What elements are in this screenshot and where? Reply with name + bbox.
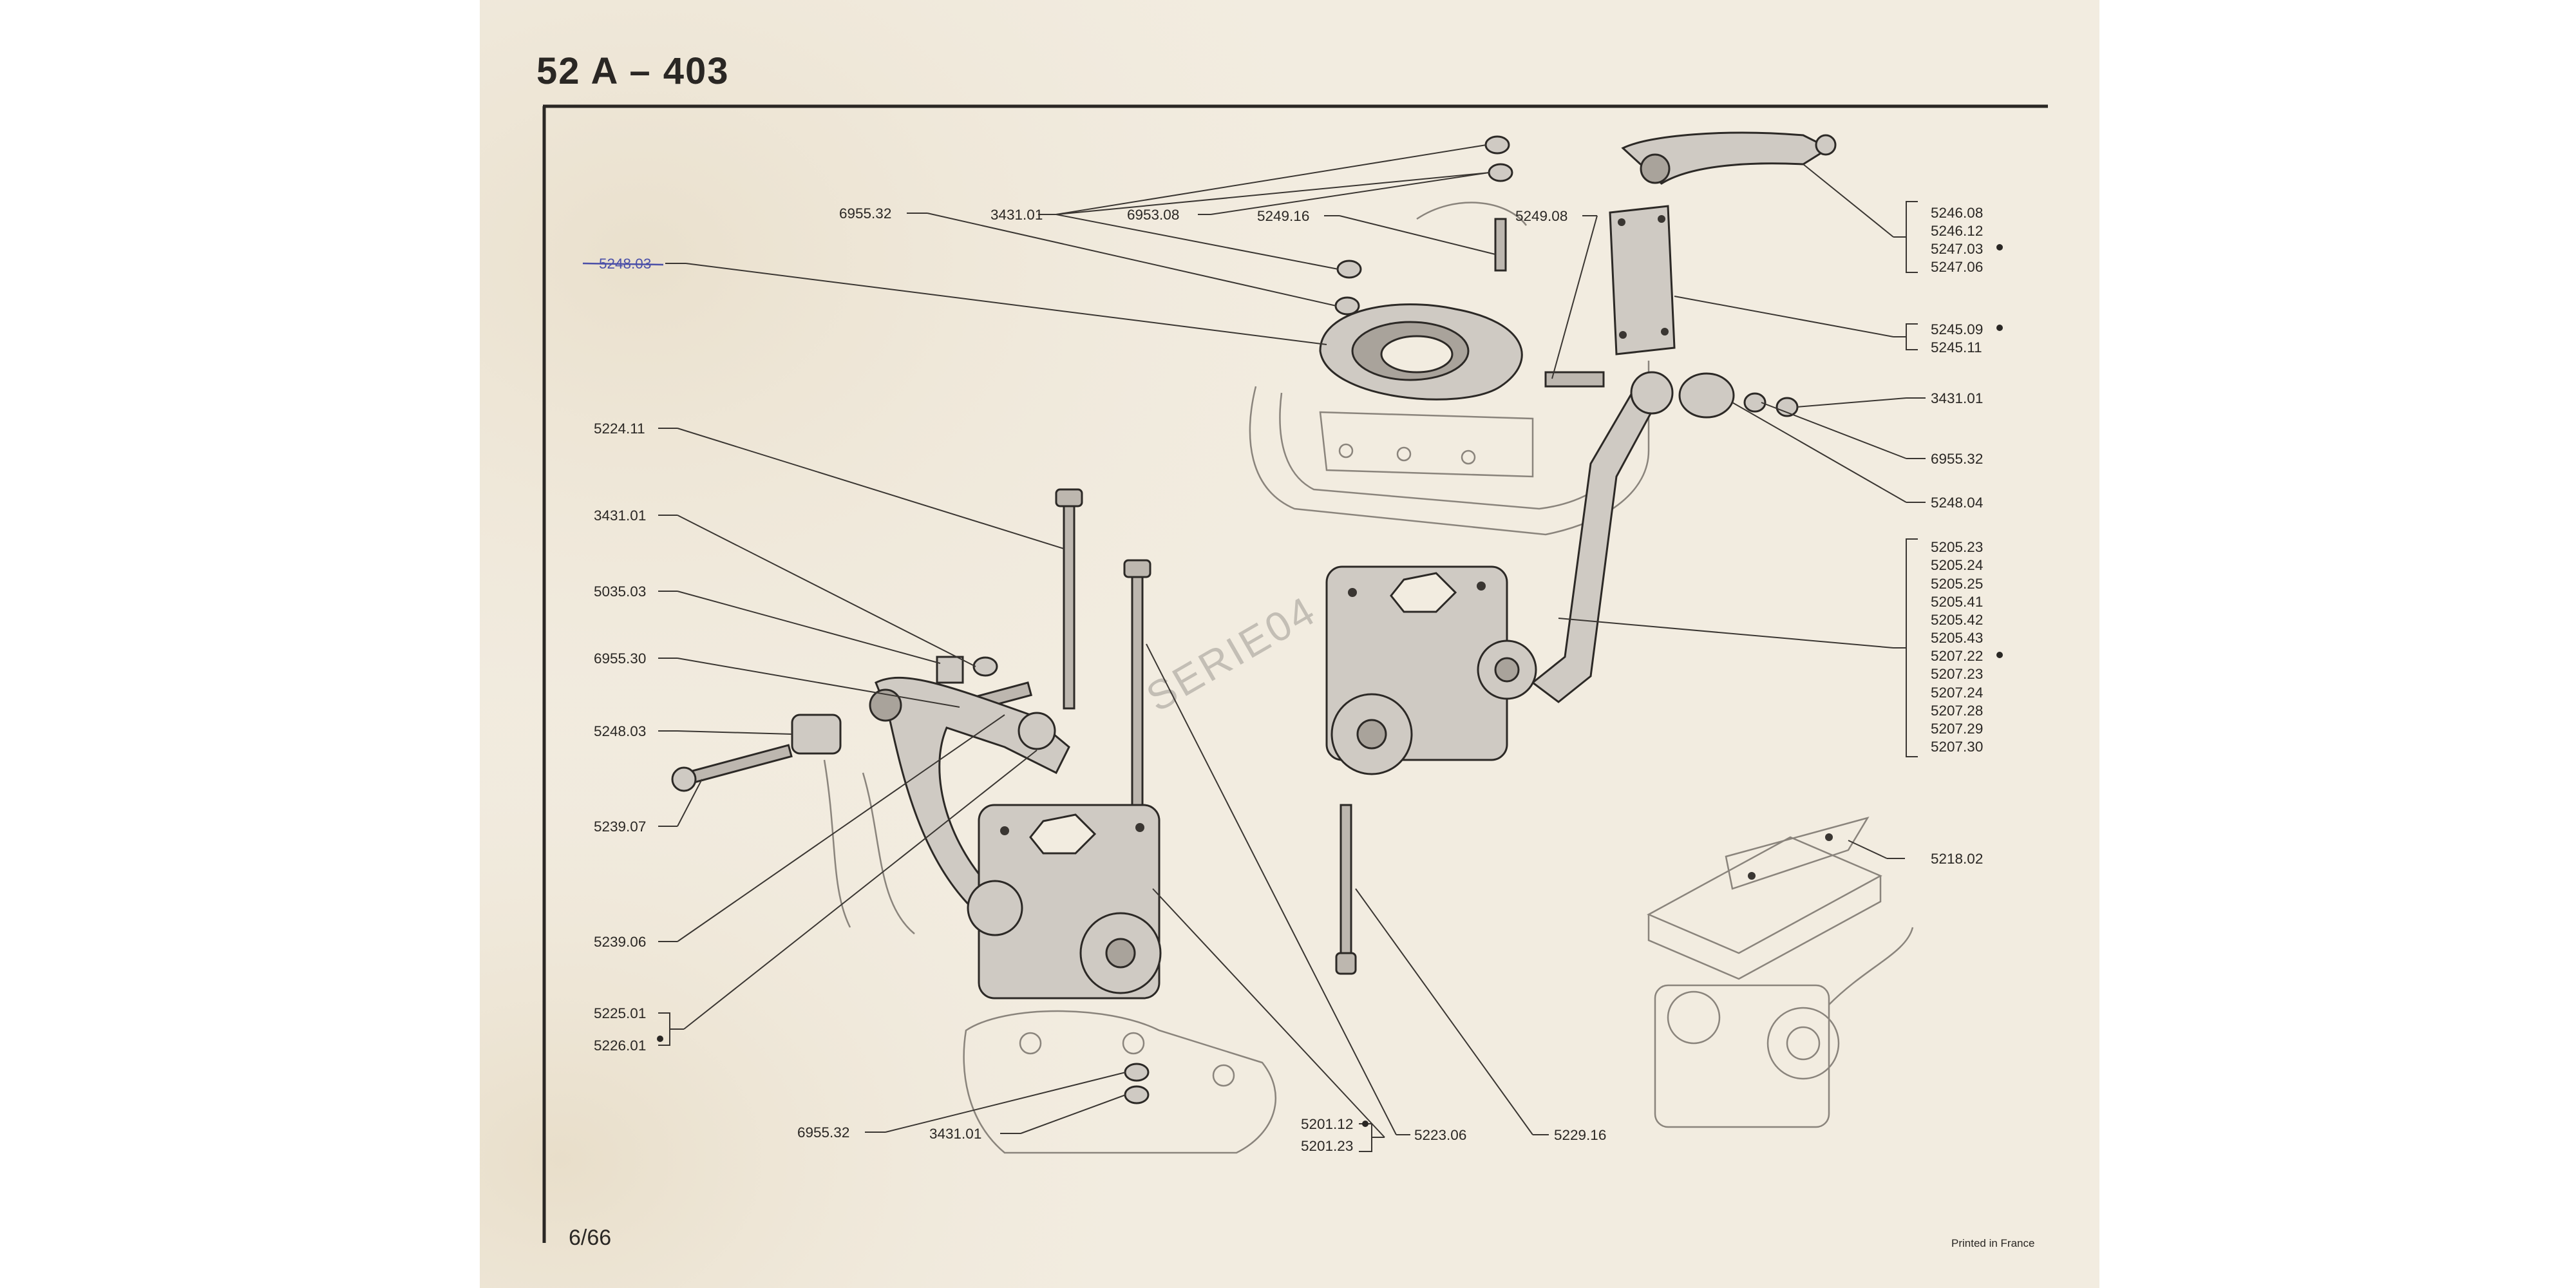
- inset-shock-absorber-view: [1647, 816, 1914, 1128]
- right-long-bolt: [1335, 804, 1357, 975]
- label-r-524612: 5246.12: [1931, 223, 1983, 239]
- label-r-520722: 5207.22: [1931, 648, 1983, 664]
- label-r-524706: 5247.06: [1931, 259, 1983, 275]
- label-b-520123: 5201.23: [1301, 1138, 1353, 1154]
- label-r-521802: 5218.02: [1931, 851, 1983, 867]
- left-lever-arm: [869, 676, 1070, 916]
- label-l-503503: 5035.03: [594, 583, 646, 600]
- label-l-695530: 6955.30: [594, 650, 646, 667]
- label-r-524804: 5248.04: [1931, 495, 1983, 511]
- footer-note: Printed in France: [1951, 1237, 2035, 1249]
- link-plate: [1609, 205, 1676, 355]
- label-c-343101: 3431.01: [990, 207, 1043, 223]
- label-r-524703: 5247.03: [1931, 241, 1983, 257]
- label-r-695532: 6955.32: [1931, 451, 1983, 467]
- label-r-520724: 5207.24: [1931, 685, 1983, 701]
- label-b-343101: 3431.01: [929, 1126, 981, 1142]
- bottom-nuts: [1124, 1063, 1150, 1104]
- part-number-labels: 6955.32 3431.01 6953.08 5249.16 5249.08 …: [582, 205, 2003, 1154]
- strikethrough-line: [582, 262, 664, 266]
- label-l-343101: 3431.01: [594, 507, 646, 524]
- label-l-523907: 5239.07: [594, 819, 646, 835]
- label-l-522411: 5224.11: [594, 421, 645, 437]
- label-b-520112: 5201.12: [1301, 1116, 1353, 1132]
- label-c-524908: 5249.08: [1515, 208, 1567, 224]
- label-r-524608: 5246.08: [1931, 205, 1983, 221]
- label-r-520524: 5205.24: [1931, 557, 1983, 573]
- label-l-524803: 5248.03: [594, 723, 646, 739]
- label-c-695308: 6953.08: [1127, 207, 1179, 223]
- top-small-nuts: [1334, 135, 1513, 316]
- right-shock-absorber-body: [1325, 565, 1537, 775]
- leader-lines: [658, 144, 1926, 1152]
- dot-marker: [657, 1036, 663, 1042]
- catalog-sheet: [480, 0, 2099, 1288]
- right-lever-and-bushing: [1531, 371, 1799, 703]
- label-l-522501: 5225.01: [594, 1005, 646, 1021]
- label-r-520541: 5205.41: [1931, 594, 1983, 610]
- label-r-343101: 3431.01: [1931, 390, 1983, 406]
- label-c-524916: 5249.16: [1257, 208, 1309, 224]
- label-c-695532: 6955.32: [839, 205, 891, 222]
- label-r-520525: 5205.25: [1931, 576, 1983, 592]
- label-r-520543: 5205.43: [1931, 630, 1983, 646]
- dot-marker: [1996, 652, 2003, 658]
- label-r-520729: 5207.29: [1931, 721, 1983, 737]
- left-long-bolts: [1055, 488, 1151, 806]
- label-l-523906: 5239.06: [594, 934, 646, 950]
- label-r-520730: 5207.30: [1931, 739, 1983, 755]
- chassis-ghost-lower-left: [823, 759, 1277, 1154]
- label-r-520542: 5205.42: [1931, 612, 1983, 628]
- label-r-520723: 5207.23: [1931, 666, 1983, 682]
- label-b-522306: 5223.06: [1414, 1127, 1466, 1143]
- label-b-522916: 5229.16: [1554, 1127, 1606, 1143]
- rubber-stop-cup: [1319, 303, 1523, 401]
- label-r-524511: 5245.11: [1931, 339, 1982, 355]
- label-r-520523: 5205.23: [1931, 539, 1983, 555]
- dot-marker: [1362, 1121, 1368, 1127]
- dot-marker: [1996, 325, 2003, 331]
- dot-marker: [1996, 244, 2003, 251]
- page-number: 6/66: [569, 1226, 612, 1250]
- label-l-522601: 5226.01: [594, 1037, 646, 1054]
- left-shock-absorber-body: [967, 804, 1162, 999]
- label-b-695532: 6955.32: [797, 1124, 849, 1141]
- page-title: 52 A – 403: [536, 50, 730, 92]
- label-r-520728: 5207.28: [1931, 703, 1983, 719]
- upper-bracket-arm: [1621, 131, 1837, 185]
- label-r-524509: 5245.09: [1931, 321, 1983, 337]
